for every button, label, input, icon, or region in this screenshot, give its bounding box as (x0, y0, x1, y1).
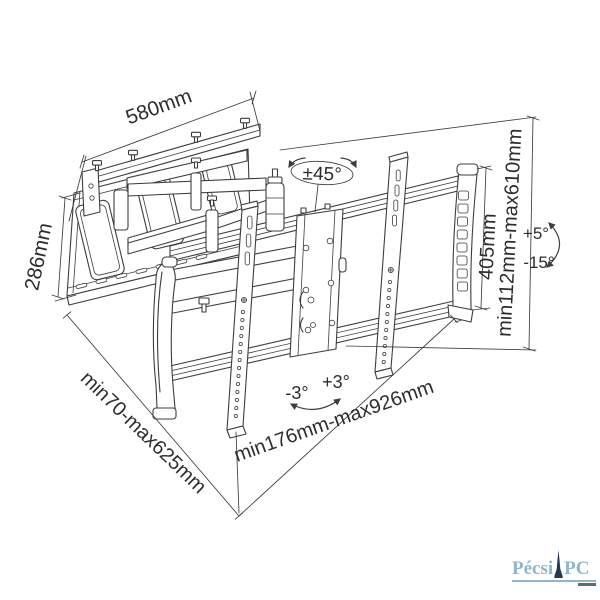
tilt-up-label: +5° (523, 224, 549, 243)
dim-tilt: +5° -15° (523, 222, 561, 272)
left-bracket-leg (152, 256, 178, 420)
brand-logo: Pécsi PC (512, 550, 596, 586)
dim-label-286mm: 286mm (20, 221, 57, 293)
dim-label-580mm: 580mm (123, 84, 195, 129)
rail-hole-column (381, 279, 392, 364)
level-minus-label: -3° (285, 383, 308, 403)
dim-label-depth-range: min70-max625mm (76, 367, 210, 498)
logo-tower-icon (554, 550, 563, 578)
dim-label-height-range: min112mm-max610mm (494, 128, 527, 337)
swivel-angle-label: ±45° (302, 163, 342, 185)
dim-swivel: ±45° (288, 157, 357, 213)
left-vesa-rail (226, 200, 259, 439)
right-bracket-end (447, 163, 479, 323)
dim-405mm: 405mm (471, 165, 501, 311)
logo-underline (512, 580, 596, 582)
level-plus-label: +3° (322, 372, 350, 392)
logo-text-pc: PC (564, 558, 590, 579)
vesa-adapter-plate (289, 203, 347, 358)
logo-text-pecsi: Pécsi (512, 558, 554, 579)
right-vesa-rail (374, 151, 409, 380)
rail-hole-column (233, 309, 245, 418)
bar-bolt (91, 117, 251, 172)
tilt-down-label: -15° (523, 253, 554, 272)
logo-row: Pécsi PC (512, 550, 596, 578)
dim-label-405mm: 405mm (475, 213, 500, 281)
top-mounting-bar (81, 117, 261, 217)
logo-tagline (578, 583, 596, 586)
dim-level: -3° +3° (285, 372, 350, 410)
end-ladder (456, 190, 469, 292)
